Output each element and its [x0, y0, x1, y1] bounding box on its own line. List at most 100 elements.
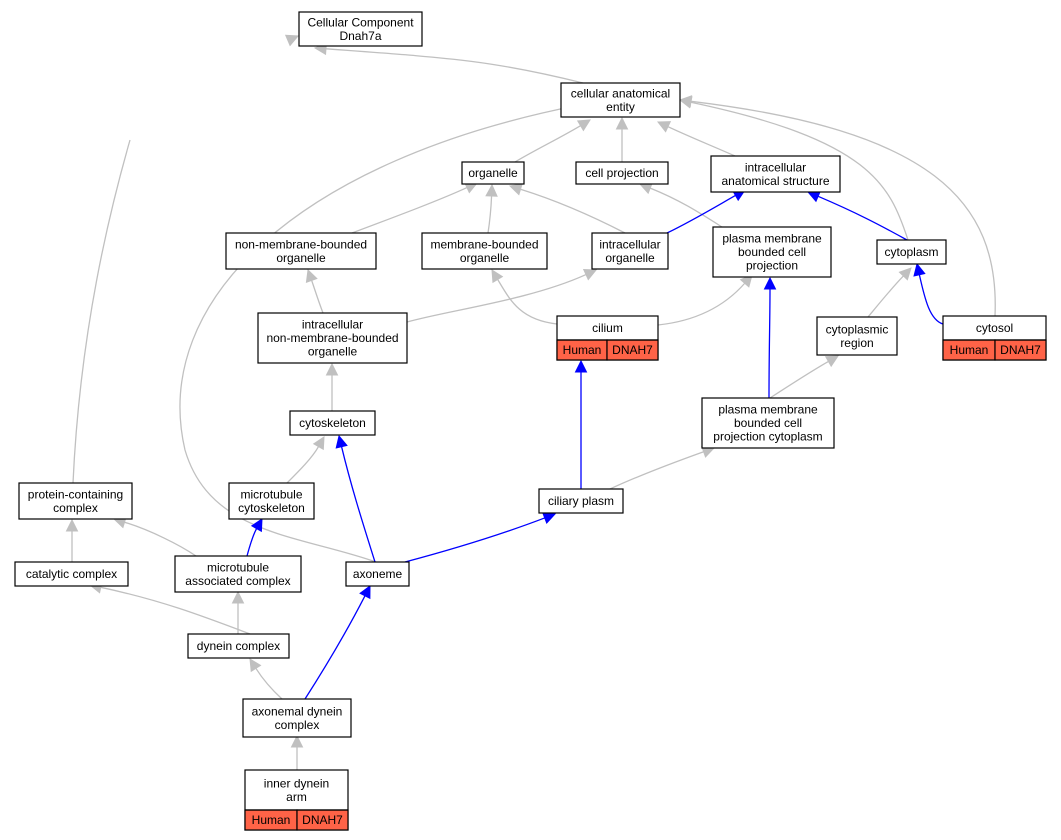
edge-pcc-to-cc	[72, 34, 300, 484]
edge-adc-to-dyn	[249, 658, 283, 700]
annotation-label: DNAH7	[1000, 343, 1041, 357]
node-label-line: membrane-bounded	[430, 237, 538, 251]
node-org[interactable]: organelle	[461, 161, 525, 185]
edge-arrowhead	[284, 34, 300, 47]
edge-axo-to-csk	[335, 434, 376, 563]
node-label-line: associated complex	[185, 574, 290, 588]
node-label-line: organelle	[308, 345, 358, 359]
node-label-line: microtubule	[207, 560, 269, 574]
node-label-line: non-membrane-bounded	[266, 331, 398, 345]
node-label-line: cytoplasmic	[826, 322, 889, 336]
node-label-line: axonemal dynein	[252, 704, 343, 718]
edge-arrowhead	[485, 183, 498, 197]
edge-arrowhead	[824, 355, 839, 368]
node-box	[712, 226, 832, 278]
edge-adc-to-axo	[304, 585, 371, 700]
node-label-line: dynein complex	[197, 639, 280, 653]
edge-arrowhead	[231, 590, 245, 604]
edge-line	[667, 126, 736, 157]
edge-line	[351, 187, 468, 234]
edge-line	[304, 595, 366, 700]
node-label-line: protein-containing	[28, 487, 123, 501]
edge-arrowhead	[359, 585, 371, 600]
edge-line	[406, 273, 587, 323]
edge-arrowhead	[325, 362, 339, 376]
edge-line	[124, 521, 197, 557]
edge-cyts-to-cyto	[913, 262, 944, 325]
node-cyto[interactable]: cytoplasm	[876, 239, 947, 265]
edge-line	[769, 360, 829, 399]
node-box	[225, 232, 377, 270]
edge-line	[100, 586, 251, 635]
node-label-line: cytoplasm	[884, 245, 938, 259]
node-label-line: non-membrane-bounded	[235, 237, 367, 251]
node-box	[257, 312, 408, 364]
edge-pmbcp-to-cp	[638, 182, 723, 228]
node-box	[876, 239, 947, 265]
node-axo[interactable]: axoneme	[345, 561, 410, 587]
node-cilp[interactable]: ciliary plasm	[538, 488, 624, 514]
node-box	[187, 633, 290, 659]
edge-arrowhead	[615, 116, 629, 130]
edge-nmbo-to-org	[351, 182, 479, 234]
annotation-label: Human	[563, 343, 602, 357]
edge-inmbo-to-io	[406, 269, 598, 323]
edge-org-to-cae	[514, 119, 591, 163]
edge-pmbcc-to-pmbcp	[763, 276, 777, 399]
edge-line	[487, 195, 493, 234]
node-label-line: intracellular	[599, 237, 660, 251]
edge-arrowhead	[806, 190, 822, 203]
edge-arrowhead	[305, 268, 318, 283]
edge-arrowhead	[576, 119, 591, 132]
edge-cil-to-mbo	[491, 269, 558, 325]
node-box	[345, 561, 410, 587]
node-inmbo[interactable]: intracellularnon-membrane-boundedorganel…	[257, 312, 408, 364]
node-box	[710, 155, 841, 193]
node-label-line: complex	[275, 718, 320, 732]
edge-line	[179, 104, 580, 563]
node-box	[816, 316, 898, 356]
node-label-line: organelle	[460, 251, 510, 265]
edge-ida-to-adc	[290, 734, 304, 770]
edge-line	[404, 517, 545, 563]
edge-arrowhead	[508, 183, 523, 196]
node-label-line: cell projection	[585, 166, 658, 180]
edge-arrowhead	[913, 262, 926, 277]
edge-arrowhead	[574, 359, 588, 373]
node-cat[interactable]: catalytic complex	[14, 561, 129, 587]
edge-line	[520, 188, 626, 234]
edge-line	[649, 187, 723, 228]
annotation-label: DNAH7	[302, 813, 343, 827]
node-box	[538, 488, 624, 514]
edge-arrowhead	[65, 518, 79, 532]
node-box	[242, 698, 352, 738]
node-dyn[interactable]: dynein complex	[187, 633, 290, 659]
node-label-line: intracellular	[745, 160, 806, 174]
node-label-line: inner dynein	[264, 776, 329, 790]
node-label-line: organelle	[468, 166, 518, 180]
node-cp[interactable]: cell projection	[575, 161, 669, 185]
edge-cilp-to-cil	[574, 359, 588, 489]
node-label-line: Cellular Component	[307, 15, 414, 29]
node-label-line: complex	[53, 501, 98, 515]
edge-line	[657, 282, 746, 326]
edge-axo-to-cilp	[404, 512, 557, 563]
node-label-line: plasma membrane	[718, 403, 818, 417]
node-csk[interactable]: cytoskeleton	[289, 410, 376, 436]
